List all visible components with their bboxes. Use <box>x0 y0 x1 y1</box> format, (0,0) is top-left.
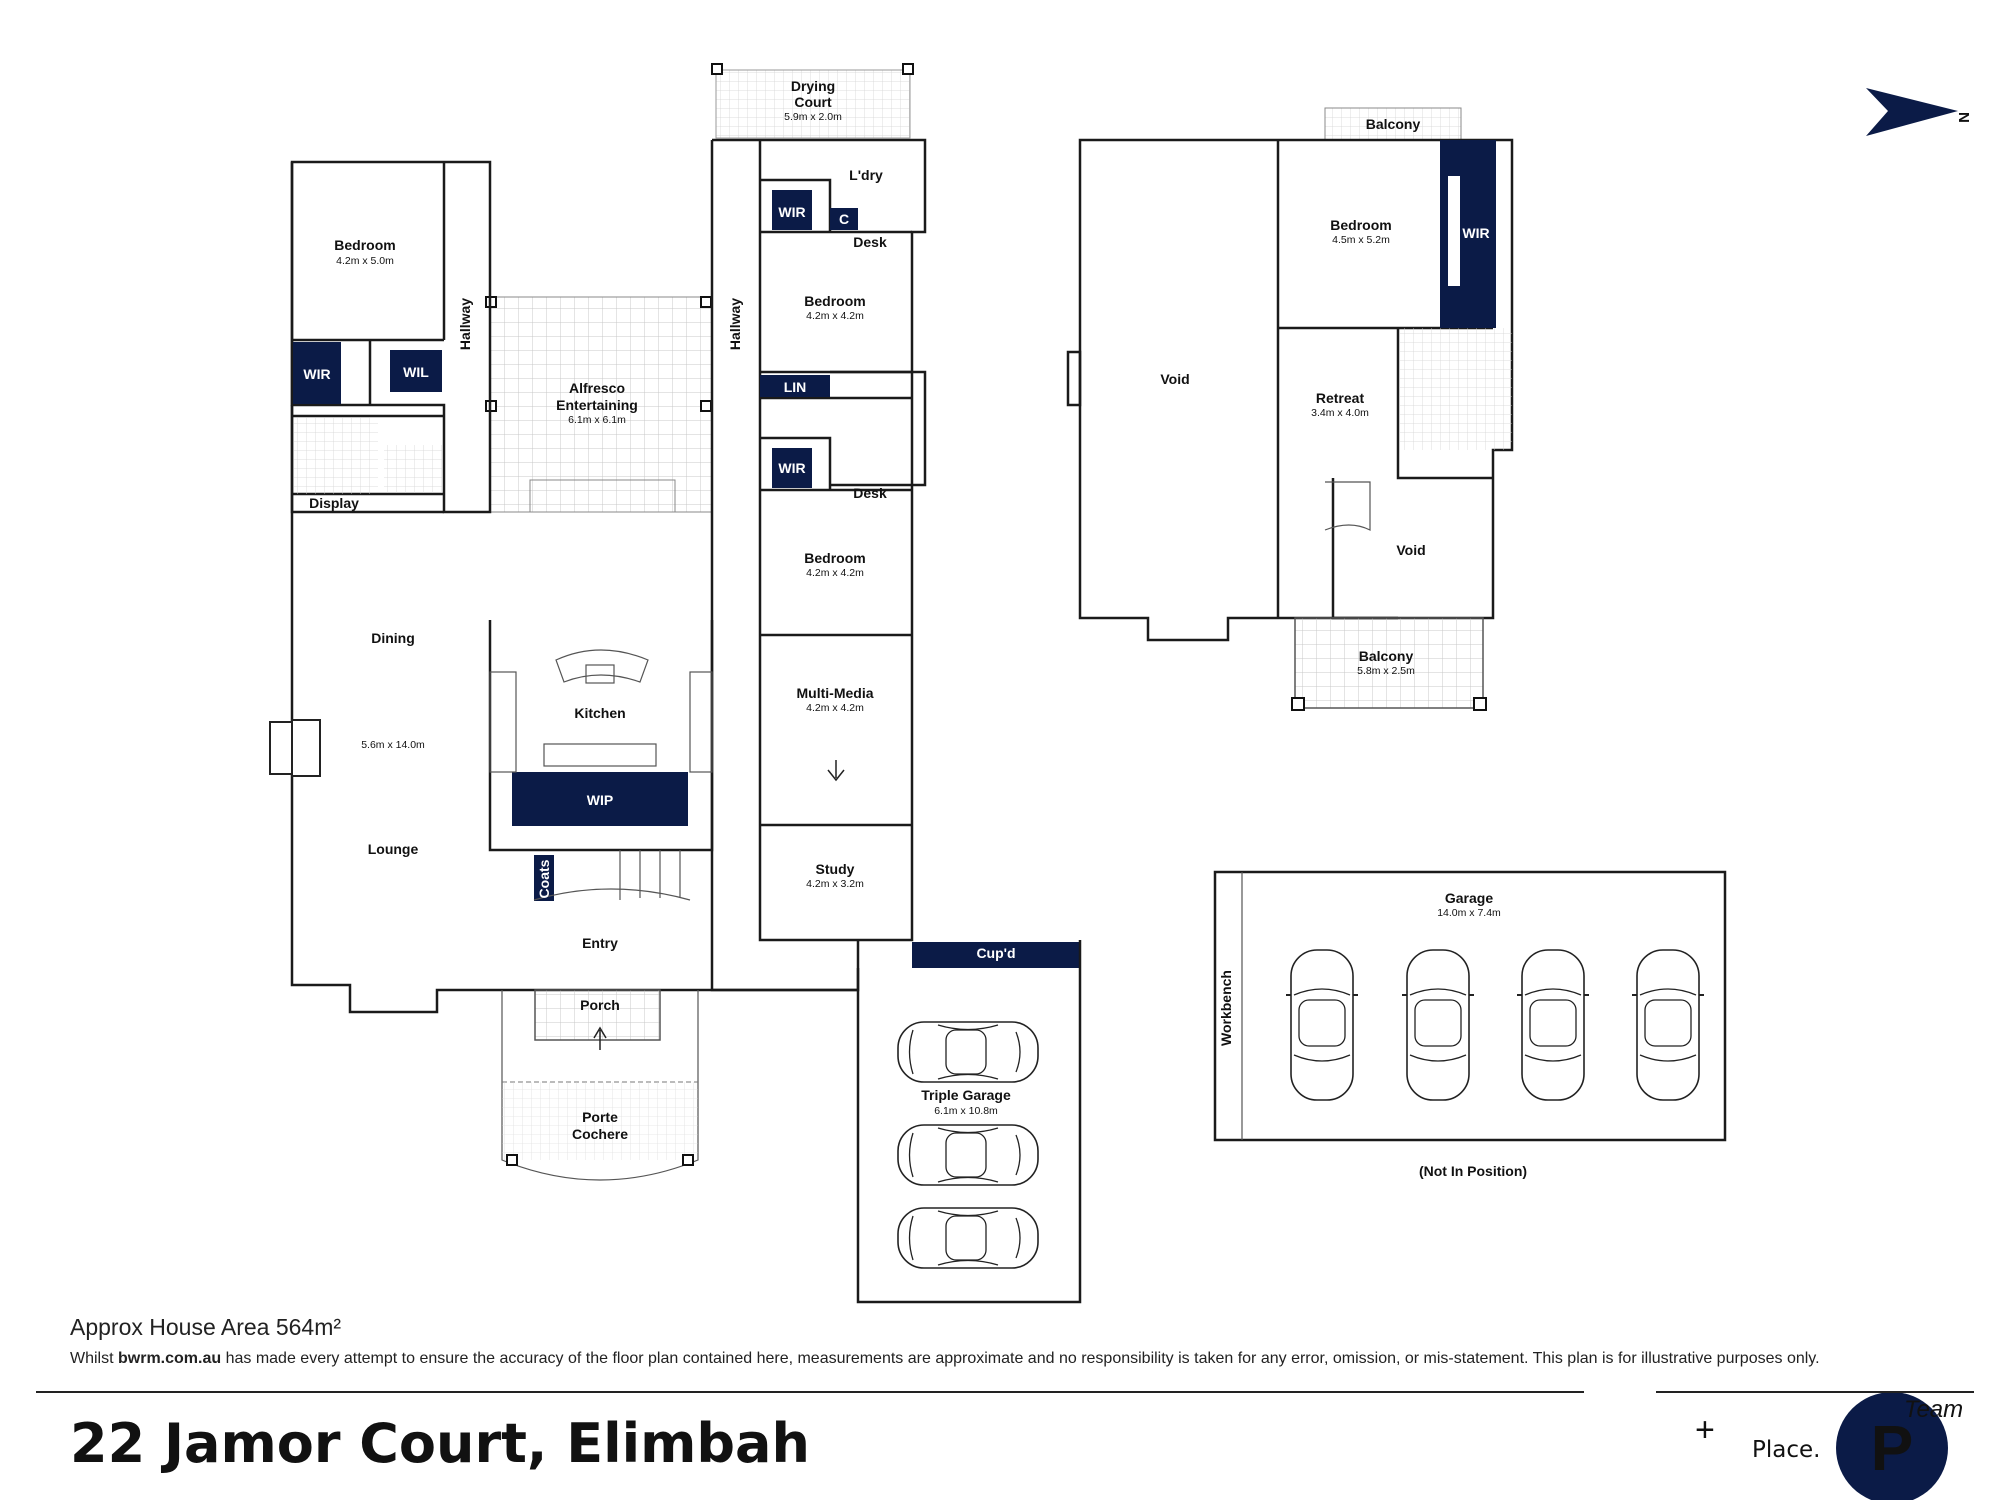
bedroom-2-dim: 4.2m x 4.2m <box>806 310 864 322</box>
logo-signature: Team <box>1904 1396 1963 1423</box>
triple-garage-dim: 6.1m x 10.8m <box>934 1105 998 1117</box>
void-2-label: Void <box>1396 542 1425 558</box>
drying-court-label-1: Drying <box>791 78 835 94</box>
study-dim: 4.2m x 3.2m <box>806 878 864 890</box>
bedroom-upper-dim: 4.5m x 5.2m <box>1332 234 1390 246</box>
multimedia-label: Multi-Media <box>797 685 874 701</box>
balcony-top-label: Balcony <box>1366 116 1421 132</box>
workbench-label: Workbench <box>1218 970 1234 1046</box>
hallway-right-label: Hallway <box>727 298 743 350</box>
garage-label: Garage <box>1445 890 1493 906</box>
brand-word: Place. <box>1752 1437 1821 1463</box>
disclaimer: Whilst bwrm.com.au has made every attemp… <box>70 1350 1820 1368</box>
wil-label: WIL <box>403 364 429 380</box>
balcony-lower-label: Balcony <box>1359 648 1414 664</box>
drying-court-dim: 5.9m x 2.0m <box>784 111 842 123</box>
alfresco-area <box>489 296 713 513</box>
hallway-left-label: Hallway <box>457 298 473 350</box>
retreat-dim: 3.4m x 4.0m <box>1311 407 1369 419</box>
disclaimer-pre: Whilst <box>70 1350 118 1367</box>
porte-cochere-label-2: Cochere <box>572 1126 628 1142</box>
dining-label: Dining <box>371 630 415 646</box>
wir-bed2-label: WIR <box>778 204 805 220</box>
balcony-lower-dim: 5.8m x 2.5m <box>1357 665 1415 677</box>
desk-2-label: Desk <box>853 485 887 501</box>
kitchen-label: Kitchen <box>574 705 625 721</box>
disclaimer-post: has made every attempt to ensure the acc… <box>221 1350 1820 1367</box>
cupboard-label: C <box>839 211 849 227</box>
alfresco-dim: 6.1m x 6.1m <box>568 414 626 426</box>
alfresco-label-2: Entertaining <box>556 397 638 413</box>
not-in-position-label: (Not In Position) <box>1419 1163 1527 1179</box>
disclaimer-site-link[interactable]: bwrm.com.au <box>118 1350 222 1367</box>
dining-lounge-dim: 5.6m x 14.0m <box>361 739 425 751</box>
entry-label: Entry <box>582 935 618 951</box>
divider-left <box>36 1391 1584 1393</box>
drying-court-area <box>715 69 911 139</box>
bedroom-2-label: Bedroom <box>804 293 865 309</box>
porte-cochere-label-1: Porte <box>582 1109 618 1125</box>
alfresco-label-1: Alfresco <box>569 380 625 396</box>
garage-dim: 14.0m x 7.4m <box>1437 907 1501 919</box>
desk-1-label: Desk <box>853 234 887 250</box>
house-area: Approx House Area 564m² <box>70 1314 342 1340</box>
bedroom-3-label: Bedroom <box>804 550 865 566</box>
lounge-label: Lounge <box>368 841 419 857</box>
porch-label: Porch <box>580 997 620 1013</box>
retreat-label: Retreat <box>1316 390 1365 406</box>
wir-bed3-label: WIR <box>778 460 805 476</box>
lin-label: LIN <box>784 379 807 395</box>
bedroom-nw-label: Bedroom <box>334 237 395 253</box>
drying-court-label-2: Court <box>794 94 832 110</box>
multimedia-dim: 4.2m x 4.2m <box>806 702 864 714</box>
bedroom-upper-label: Bedroom <box>1330 217 1391 233</box>
wir-upper-label: WIR <box>1462 225 1489 241</box>
wip-label: WIP <box>587 792 613 808</box>
bedroom-nw-dim: 4.2m x 5.0m <box>336 255 394 267</box>
laundry-label: L'dry <box>849 167 883 183</box>
wir-left-label: WIR <box>303 366 330 382</box>
cupd-label: Cup'd <box>976 945 1015 961</box>
study-label: Study <box>816 861 855 877</box>
divider-right <box>1656 1391 1974 1393</box>
coats-label: Coats <box>536 859 552 898</box>
plus-icon: + <box>1695 1411 1715 1449</box>
void-1-label: Void <box>1160 371 1189 387</box>
brand-logo: + P Team <box>1695 1392 1963 1500</box>
north-arrow-icon: N <box>1866 88 1972 136</box>
bedroom-3-dim: 4.2m x 4.2m <box>806 567 864 579</box>
compass-letter: N <box>1955 112 1972 123</box>
display-label: Display <box>309 495 359 511</box>
triple-garage-label: Triple Garage <box>921 1087 1011 1103</box>
logo-letters: P <box>1871 1412 1914 1484</box>
property-address: 22 Jamor Court, Elimbah <box>70 1412 810 1475</box>
